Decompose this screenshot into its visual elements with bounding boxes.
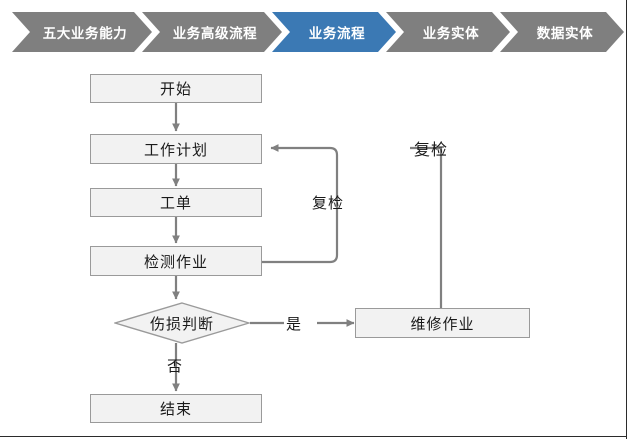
edge-label-yes: 是 <box>286 316 303 333</box>
flow-node-inspect[interactable]: 检测作业 <box>90 246 262 276</box>
page-frame-right <box>626 0 627 439</box>
flow-node-workplan[interactable]: 工作计划 <box>90 134 262 164</box>
flow-node-repair-label: 维修作业 <box>410 315 475 333</box>
edge-label-recheck-outer: 复检 <box>414 142 449 159</box>
edge-label-recheck-inner: 复检 <box>312 195 345 212</box>
flow-node-inspect-label: 检测作业 <box>143 253 208 271</box>
flow-node-decision-label: 伤损判断 <box>149 315 214 333</box>
flow-node-start[interactable]: 开始 <box>90 74 262 103</box>
flow-node-start-label: 开始 <box>159 81 192 98</box>
edge-label-no: 否 <box>167 358 184 375</box>
flow-node-workorder[interactable]: 工单 <box>90 188 262 217</box>
flow-node-decision[interactable]: 伤损判断 <box>114 302 250 344</box>
page-frame-bottom <box>0 436 627 437</box>
diamond-shape-icon <box>114 302 250 344</box>
flow-node-end-label: 结束 <box>159 401 192 418</box>
connector-inspect-recheck-loop <box>262 144 339 264</box>
flow-node-workplan-label: 工作计划 <box>143 141 208 159</box>
flow-node-end[interactable]: 结束 <box>90 394 262 423</box>
connector-repair-recheck-loop <box>410 146 443 308</box>
flow-node-workorder-label: 工单 <box>159 195 192 212</box>
flow-node-repair[interactable]: 维修作业 <box>355 308 530 338</box>
